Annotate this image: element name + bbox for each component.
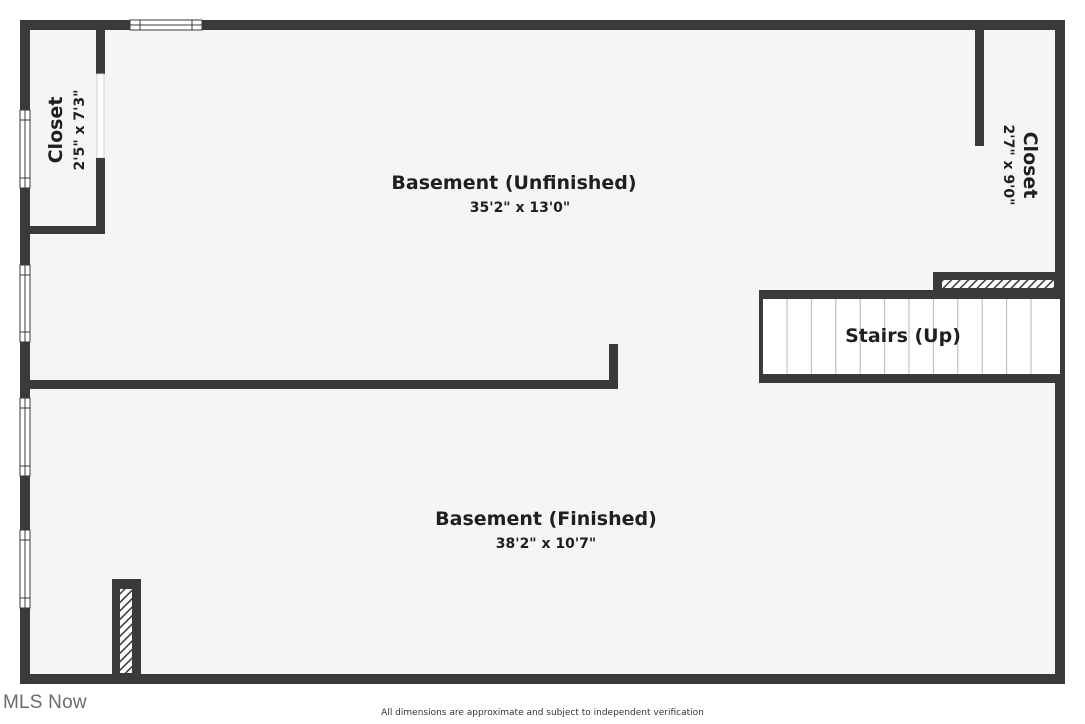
- window-left-4: [19, 529, 31, 609]
- stairs-name: Stairs (Up): [845, 325, 961, 347]
- wall-top: [20, 20, 1065, 30]
- closet-left-dims: 2'5" x 7'3": [72, 90, 88, 171]
- closet-left-name: Closet: [45, 97, 67, 164]
- closet-right-dims: 2'7" x 9'0": [1000, 125, 1016, 206]
- partition-stub: [609, 344, 618, 389]
- stairs-top-wall: [759, 290, 1061, 299]
- stairs-railing: [933, 272, 1060, 292]
- basement-finished-dims: 38'2" x 10'7": [496, 536, 596, 552]
- closet-right-wall: [975, 28, 984, 146]
- closet-left-wall-bottom: [28, 226, 105, 234]
- partition-wall: [28, 380, 618, 389]
- brand-logo: MLS Now: [3, 692, 87, 713]
- basement-unfinished-dims: 35'2" x 13'0": [470, 200, 570, 216]
- closet-left-wall-upper: [96, 28, 105, 74]
- window-left-3: [19, 397, 31, 477]
- dimensions-disclaimer: All dimensions are approximate and subje…: [381, 708, 704, 718]
- stair-treads: [786, 299, 1032, 374]
- label-closet-left: Closet 2'5" x 7'3": [45, 90, 88, 171]
- closet-left-door-opening: [96, 73, 105, 159]
- label-closet-right: Closet 2'7" x 9'0": [1000, 125, 1041, 206]
- stairs-bottom-wall: [759, 374, 1061, 383]
- window-left-2: [19, 264, 31, 343]
- window-top: [129, 19, 203, 31]
- closet-left-wall-lower: [96, 158, 105, 234]
- basement-finished-name: Basement (Finished): [435, 508, 657, 530]
- basement-unfinished-name: Basement (Unfinished): [391, 172, 636, 194]
- wall-left: [20, 20, 30, 684]
- closet-right-name: Closet: [1019, 132, 1041, 199]
- support-column: [112, 579, 141, 679]
- wall-bottom: [20, 674, 1065, 684]
- window-left-1: [19, 109, 31, 189]
- stairs-side-wall: [759, 290, 763, 383]
- stairs: [759, 290, 1061, 383]
